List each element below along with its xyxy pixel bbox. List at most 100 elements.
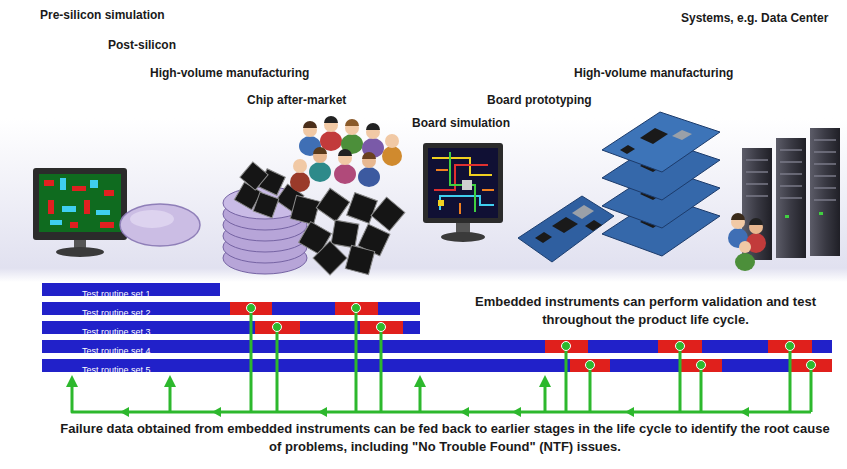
label-box: High-volume manufacturing [574,66,733,81]
instrument-dot [377,323,386,332]
customer-crowd [362,138,384,158]
feedback-line [251,308,811,412]
customer-crowd [347,193,378,224]
bar-label: Test routine set 1 [42,288,151,301]
label-box: Systems, e.g. Data Center [681,11,828,26]
instrument-dot [562,342,571,351]
data-center-servers [749,218,763,225]
customer-crowd [316,188,349,221]
feedback-arrowhead [66,375,749,417]
instrument-dot [807,361,816,370]
simulation-monitor [48,200,54,214]
label-box: Pre-silicon simulation [40,8,165,23]
prototype-board [535,232,552,243]
customer-crowd [331,220,359,248]
note-text: Embedded instruments can perform validat… [473,293,818,329]
bar-label: Test routine set 2 [42,307,151,320]
data-center-servers [810,128,840,256]
instrument-dot [586,361,595,370]
stage-label: Post-silicon [108,38,176,53]
board-simulation-monitor [456,223,470,233]
data-center-servers [728,128,840,271]
data-center-servers [739,241,751,253]
simulation-monitor [39,174,121,232]
customer-crowd [334,164,356,184]
data-center-servers [746,140,836,200]
bar-label: Test routine set 3 [42,326,151,339]
label-box: High-volume manufacturing [150,66,309,81]
data-center-servers [785,215,789,218]
simulation-monitor [104,190,114,196]
board-simulation-monitor [428,148,498,218]
simulation-monitor [70,222,78,228]
feedback-arrowhead [164,375,176,387]
feedback-arrowhead [539,375,551,387]
board-stack [602,112,720,172]
failure-segment [658,340,702,353]
instrument-dot [247,304,256,313]
customer-crowd [303,121,317,128]
prototype-board [518,196,614,262]
failure-segment [570,359,610,372]
feedback-arrowhead [512,407,521,417]
label-box: Chip after-market [247,93,346,108]
test-routine-bar: Test routine set 5 [42,359,832,372]
silicon-wafer [130,210,174,228]
stage-label: High-volume manufacturing [574,66,733,81]
instrument-dot [786,342,795,351]
test-routine-bar: Test routine set 4 [42,340,832,353]
board-simulation-monitor [450,152,475,212]
instrument-dot [247,304,816,370]
label-box: Embedded instruments can perform validat… [473,293,818,329]
simulation-monitor [84,200,90,214]
failure-segment [230,302,832,372]
board-simulation-monitor [438,200,444,206]
board-simulation-monitor [434,165,488,190]
failure-segment [790,359,832,372]
board-simulation-monitor [462,180,472,190]
board-simulation-monitor [423,143,503,223]
feedback-arrowhead [625,407,634,417]
data-center-servers [731,213,745,220]
instrument-dot [352,304,361,313]
customer-crowd [345,245,374,274]
failure-segment [545,340,588,353]
label-box: Board simulation [412,116,510,131]
simulation-monitor [96,210,110,215]
background-band [0,118,847,268]
board-stack [640,128,668,144]
customer-crowd [371,197,405,231]
customer-crowd [366,123,380,130]
bar-label: Test routine set 4 [42,345,151,358]
customer-crowd [338,149,352,156]
stage-label: Board simulation [412,116,510,131]
feedback-line [170,386,545,412]
stage-label: High-volume manufacturing [150,66,309,81]
customer-crowd [345,119,359,126]
feedback-arrowhead [414,375,426,387]
customer-crowd [293,159,307,173]
board-simulation-monitor [436,170,494,214]
instrument-dot [697,361,706,370]
data-center-servers [735,253,755,271]
bar-label: Test routine set 5 [42,364,151,377]
failure-segment [230,302,272,315]
feedback-arrowhead [66,375,78,387]
prototype-board [585,220,602,231]
simulation-monitor [62,206,76,212]
failure-segment [680,359,722,372]
simulation-monitor [100,222,114,228]
customer-crowd [358,167,380,187]
stage-label: Systems, e.g. Data Center [681,11,828,26]
background-band [0,118,847,282]
simulation-monitor [72,186,86,191]
background-band [0,268,847,282]
customer-crowd [290,116,405,275]
customer-crowd [382,146,402,166]
customer-crowd [324,116,338,123]
board-simulation-monitor [440,196,494,210]
test-routine-bar: Test routine set 3 [42,321,420,334]
customer-crowd [313,241,347,275]
